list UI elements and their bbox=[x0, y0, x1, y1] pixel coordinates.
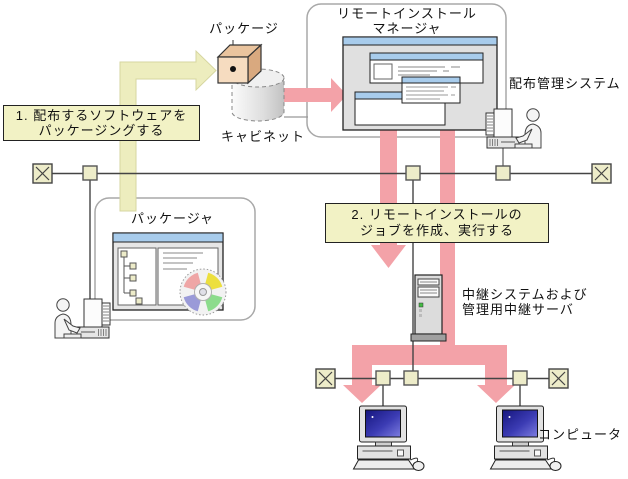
step2-line2: ジョブを作成、実行する bbox=[359, 223, 514, 238]
network-hub-node-icon bbox=[82, 165, 98, 181]
manager-title: リモートインストール マネージャ bbox=[307, 6, 507, 36]
network-hub-node-icon bbox=[512, 370, 528, 386]
network-hub-node-icon bbox=[375, 370, 391, 386]
step1-line1: 1. 配布するソフトウェアを bbox=[15, 108, 188, 123]
relay-server-icon bbox=[410, 274, 447, 342]
package-label: パッケージ bbox=[209, 21, 279, 36]
step1-label-box: 1. 配布するソフトウェアを パッケージングする bbox=[3, 105, 200, 141]
network-nodes bbox=[32, 163, 612, 389]
store-package-arrow-icon bbox=[270, 78, 347, 112]
desktop-computer-icon bbox=[353, 405, 425, 471]
cabinet-label: キャビネット bbox=[221, 129, 306, 144]
step1-line2: パッケージングする bbox=[38, 123, 165, 138]
relay-label-line1: 中継システムおよび bbox=[462, 287, 588, 302]
job-flow-arrow-computers-icon bbox=[343, 129, 515, 403]
network-hub-node-icon bbox=[405, 165, 421, 181]
manager-title-line2: マネージャ bbox=[372, 21, 442, 36]
job-flow-arrow-relay-icon bbox=[371, 129, 406, 268]
packaging-flow-arrow-icon bbox=[119, 49, 217, 212]
manager-title-line1: リモートインストール bbox=[337, 6, 477, 21]
operator-workstation-icon bbox=[485, 108, 542, 149]
operator-workstation-icon bbox=[54, 298, 111, 339]
packager-label: パッケージャ bbox=[130, 211, 215, 226]
step2-label-box: 2. リモートインストールの ジョブを作成、実行する bbox=[325, 203, 549, 243]
network-hub-node-icon bbox=[495, 165, 511, 181]
distribution-management-system-label: 配布管理システム bbox=[509, 76, 621, 91]
package-box-icon bbox=[216, 43, 263, 85]
manager-window-icon bbox=[342, 36, 498, 131]
computer-label: コンピュータ bbox=[538, 427, 623, 442]
step2-line1: 2. リモートインストールの bbox=[351, 207, 523, 222]
relay-label-line2: 管理用中継サーバ bbox=[462, 302, 574, 317]
network-hub-node-icon bbox=[403, 370, 419, 386]
relay-system-label: 中継システムおよび 管理用中継サーバ bbox=[462, 287, 588, 317]
cd-disc-icon bbox=[179, 268, 227, 316]
package-tree bbox=[120, 250, 143, 305]
